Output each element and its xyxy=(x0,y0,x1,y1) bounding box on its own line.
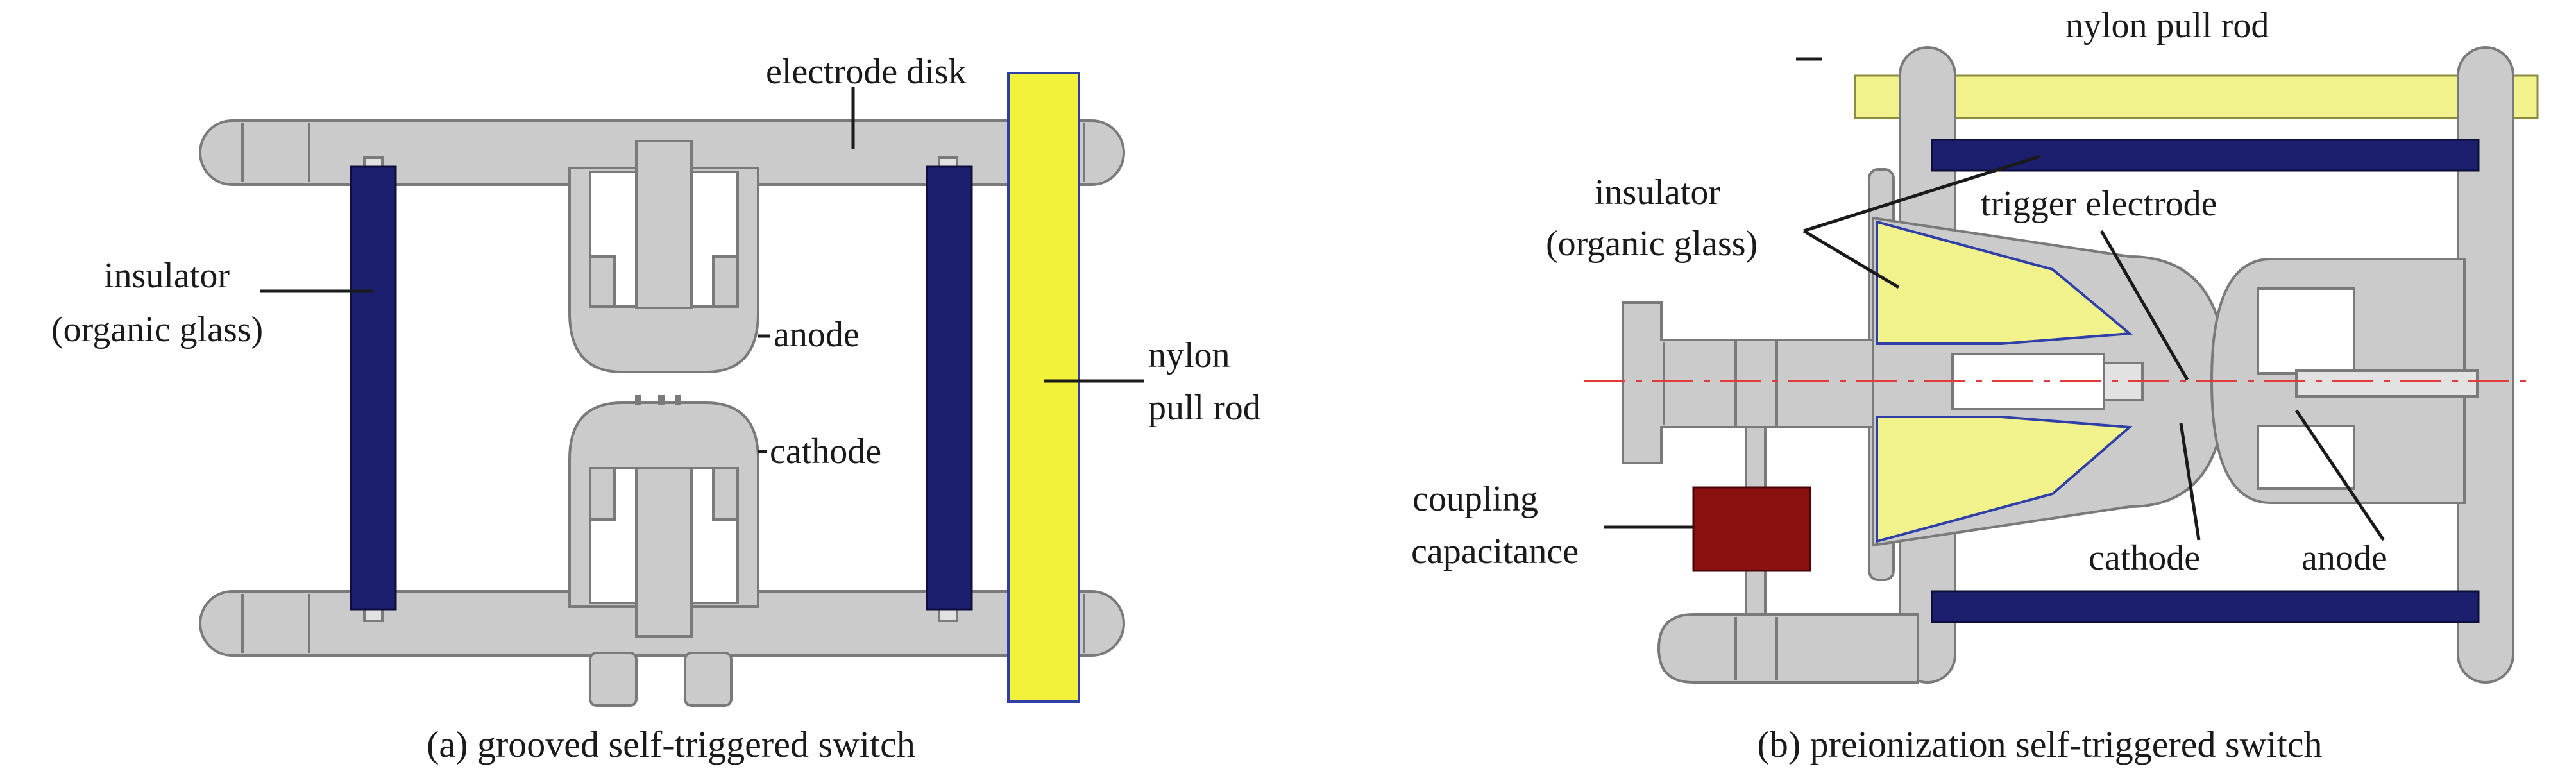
label-nylon-pull-rod-b: nylon pull rod xyxy=(2065,6,2269,46)
leader-anode-b xyxy=(2294,409,2385,541)
organic-glass-lower xyxy=(1876,416,2133,543)
groove-mark xyxy=(675,395,681,405)
panel-b-preionization-switch: nylon pull rod insulator (organic glass)… xyxy=(1411,6,2539,765)
groove-mark xyxy=(635,395,641,405)
insulator-column-left xyxy=(350,165,397,611)
groove-mark xyxy=(658,395,665,405)
panel-a-grooved-switch: electrode disk insulator (organic glass)… xyxy=(51,52,1261,765)
label-coupling-line1: coupling xyxy=(1412,479,1538,519)
insulator-bar-top xyxy=(1931,139,2480,172)
label-anode-a: anode xyxy=(774,315,860,355)
label-coupling-line2: capacitance xyxy=(1411,532,1579,571)
insulator-column-right xyxy=(926,165,973,611)
label-nylon-a-line1: nylon xyxy=(1148,335,1230,375)
leader-insulator-b-top xyxy=(1803,155,2040,233)
bottom-leg xyxy=(589,652,638,707)
label-anode-b: anode xyxy=(2301,538,2387,578)
anode-shaft xyxy=(2295,369,2479,398)
label-insulator-b-line2: (organic glass) xyxy=(1546,224,1758,264)
cathode-stem xyxy=(635,467,693,638)
label-insulator-b-line1: insulator xyxy=(1595,173,1720,212)
caption-b: (b) preionization self-triggered switch xyxy=(1758,723,2323,765)
caption-a: (a) grooved self-triggered switch xyxy=(427,723,915,765)
coupling-lead-bottom xyxy=(1745,567,1767,616)
leader-trigger-electrode xyxy=(2099,230,2189,381)
anode-stem xyxy=(635,140,693,309)
nylon-pull-rod-a xyxy=(1007,72,1080,703)
lower-support-foot xyxy=(1657,613,1919,684)
label-trigger-electrode: trigger electrode xyxy=(1981,184,2217,224)
anode-cavity-upper xyxy=(2257,287,2355,375)
leader-cathode-b xyxy=(2179,423,2201,541)
label-insulator-a-line2: (organic glass) xyxy=(51,310,263,350)
nylon-pull-rod-b xyxy=(1854,74,2539,119)
coupling-capacitor xyxy=(1692,486,1811,572)
insulator-bar-bottom xyxy=(1931,590,2480,623)
label-cathode-b: cathode xyxy=(2089,538,2200,578)
leader-insulator-b-bottom xyxy=(1802,229,1900,289)
label-nylon-a-line2: pull rod xyxy=(1148,388,1261,428)
cathode-electrode xyxy=(568,395,759,638)
anode-electrode xyxy=(568,140,759,373)
bottom-leg xyxy=(684,652,733,707)
label-insulator-a-line1: insulator xyxy=(104,256,230,296)
label-cathode-a: cathode xyxy=(770,432,881,471)
label-electrode-disk: electrode disk xyxy=(766,52,967,92)
coupling-lead-top xyxy=(1745,426,1767,493)
organic-glass-upper xyxy=(1876,220,2133,345)
anode-cavity-lower xyxy=(2257,425,2355,490)
